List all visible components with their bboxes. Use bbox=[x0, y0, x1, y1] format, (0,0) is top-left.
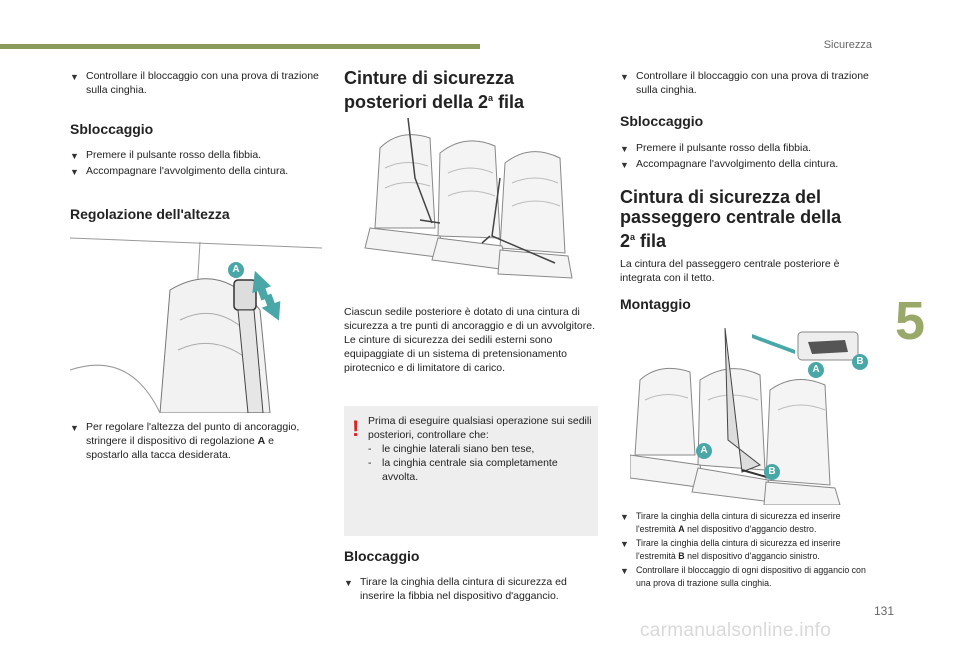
center-belt-description: La cintura del passeggero centrale poste… bbox=[620, 258, 840, 284]
callout-b-bottom: B bbox=[764, 464, 780, 480]
header-accent-bar bbox=[0, 44, 480, 49]
bullet-icon: ▼ bbox=[620, 566, 629, 576]
col1-unlock-title: Sbloccaggio bbox=[70, 121, 154, 137]
bullet-icon: ▼ bbox=[620, 539, 629, 549]
page-number: 131 bbox=[874, 604, 895, 618]
center-belt-title: Cintura di sicurezza del passeggero cent… bbox=[620, 187, 842, 251]
bullet-icon: ▼ bbox=[620, 144, 629, 154]
lock-title: Bloccaggio bbox=[344, 548, 420, 564]
bullet-icon: ▼ bbox=[70, 72, 79, 82]
rear-belts-title: Cinture di sicurezza posteriori della 2a… bbox=[344, 68, 525, 112]
warning-box: ! Prima di eseguire qualsiasi operazione… bbox=[344, 406, 598, 536]
col3-unlock-title: Sbloccaggio bbox=[620, 113, 704, 129]
rear-seats-illustration bbox=[360, 118, 580, 288]
center-belt-illustration: A B A B bbox=[630, 320, 870, 505]
col3-unlock-list: ▼Premere il pulsante rosso della fibbia.… bbox=[620, 142, 839, 170]
rear-belts-description: Ciascun sedile posteriore è dotato di un… bbox=[344, 306, 595, 374]
col1-height-title: Regolazione dell'altezza bbox=[70, 206, 230, 222]
col1-intro: ▼Controllare il bloccaggio con una prova… bbox=[70, 70, 319, 96]
lock-instruction: ▼Tirare la cinghia della cintura di sicu… bbox=[344, 576, 567, 602]
bullet-icon: ▼ bbox=[344, 578, 353, 588]
callout-a-top: A bbox=[808, 362, 824, 378]
bullet-icon: ▼ bbox=[620, 72, 629, 82]
warning-icon: ! bbox=[352, 416, 360, 441]
section-title: Sicurezza bbox=[823, 39, 872, 51]
col1-unlock-list: ▼Premere il pulsante rosso della fibbia.… bbox=[70, 149, 289, 177]
mount-title: Montaggio bbox=[620, 296, 691, 312]
callout-a: A bbox=[228, 262, 244, 278]
bullet-icon: ▼ bbox=[620, 160, 629, 170]
bullet-icon: ▼ bbox=[620, 512, 629, 522]
chapter-number: 5 bbox=[895, 291, 926, 351]
callout-b-top: B bbox=[852, 354, 868, 370]
height-adjust-illustration: A bbox=[70, 230, 322, 413]
bullet-icon: ▼ bbox=[70, 167, 79, 177]
col1-height-instruction: ▼ Per regolare l'altezza del punto di an… bbox=[70, 421, 300, 461]
mount-steps: ▼ Tirare la cinghia della cintura di sic… bbox=[620, 511, 866, 588]
bullet-icon: ▼ bbox=[70, 151, 79, 161]
col3-intro: ▼Controllare il bloccaggio con una prova… bbox=[620, 70, 869, 96]
bullet-icon: ▼ bbox=[70, 423, 79, 433]
callout-a-bottom: A bbox=[696, 443, 712, 459]
watermark: carmanualsonline.info bbox=[640, 620, 832, 641]
